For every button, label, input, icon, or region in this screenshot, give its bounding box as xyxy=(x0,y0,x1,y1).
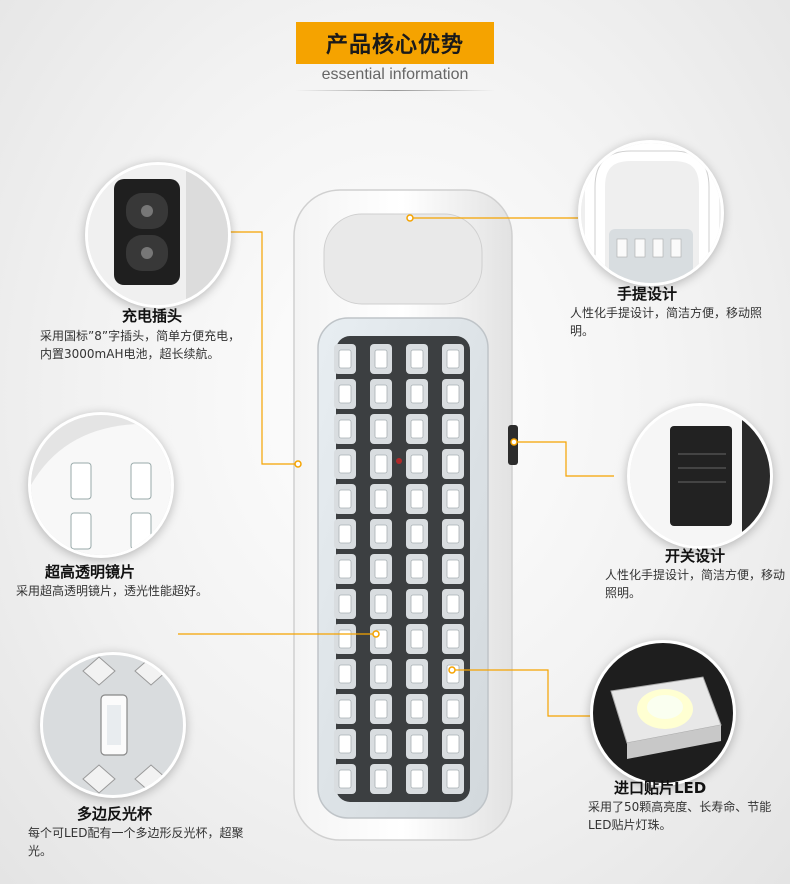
led-chip xyxy=(374,769,388,789)
led-chip xyxy=(338,734,352,754)
led-chip xyxy=(410,559,424,579)
led-chip xyxy=(338,629,352,649)
led-chip xyxy=(446,769,460,789)
feature-desc-charging-plug: 采用国标”8”字插头，简单方便充电，内置3000mAH电池，超长续航。 xyxy=(40,329,241,361)
smd-led-closeup xyxy=(590,640,736,786)
led-chip xyxy=(338,384,352,404)
led-chip xyxy=(410,629,424,649)
led-chip xyxy=(374,349,388,369)
feature-title-switch-design: 开关设计 xyxy=(665,547,726,565)
led-chip xyxy=(338,664,352,684)
feature-title-imported-smd-led: 进口贴片LED xyxy=(614,779,707,797)
led-chip xyxy=(374,384,388,404)
led-chip xyxy=(446,594,460,614)
led-chip xyxy=(338,454,352,474)
lens-closeup-icon xyxy=(31,415,171,555)
header-banner: 产品核心优势 xyxy=(296,22,494,64)
led-chip xyxy=(446,489,460,509)
led-chip xyxy=(446,349,460,369)
led-chip xyxy=(338,699,352,719)
led-chip xyxy=(410,594,424,614)
feature-desc-switch-design: 人性化手提设计，简洁方便，移动照明。 xyxy=(605,568,786,600)
switch-closeup xyxy=(627,403,773,549)
led-chip xyxy=(446,524,460,544)
led-chip xyxy=(410,454,424,474)
led-chip xyxy=(374,699,388,719)
led-chip xyxy=(410,489,424,509)
header-subtitle: essential information xyxy=(321,66,469,83)
led-chip xyxy=(338,419,352,439)
callout-dots xyxy=(294,214,518,674)
feature-desc-reflector-cup: 每个可LED配有一个多边形反光杯，超聚光。 xyxy=(28,826,244,858)
led-chip xyxy=(446,384,460,404)
led-chip xyxy=(410,734,424,754)
led-chip xyxy=(338,559,352,579)
header-divider xyxy=(295,90,495,91)
led-chip xyxy=(338,594,352,614)
handle-closeup xyxy=(578,140,724,286)
led-chip xyxy=(410,769,424,789)
reflector-closeup xyxy=(40,652,186,798)
figure-8-socket-icon xyxy=(88,165,228,305)
feature-desc-transparent-lens: 采用超高透明镜片，透光性能超好。 xyxy=(16,584,209,598)
smd-led-chip-icon xyxy=(593,643,733,783)
led-chip xyxy=(374,594,388,614)
feature-title-reflector-cup: 多边反光杯 xyxy=(77,805,153,823)
feature-title-charging-plug: 充电插头 xyxy=(122,307,183,325)
led-chip xyxy=(410,699,424,719)
led-chip xyxy=(410,664,424,684)
led-chip xyxy=(446,559,460,579)
led-chip xyxy=(374,524,388,544)
led-chip xyxy=(374,734,388,754)
callout-lines xyxy=(178,217,614,717)
led-chip xyxy=(338,524,352,544)
led-chip xyxy=(338,769,352,789)
led-chip xyxy=(410,524,424,544)
led-chip xyxy=(410,384,424,404)
led-chip xyxy=(446,419,460,439)
lens-closeup xyxy=(28,412,174,558)
feature-title-transparent-lens: 超高透明镜片 xyxy=(45,563,136,581)
led-chip xyxy=(338,349,352,369)
led-chip xyxy=(374,489,388,509)
led-chip xyxy=(374,454,388,474)
feature-desc-handle-design: 人性化手提设计，简洁方便，移动照明。 xyxy=(570,306,763,338)
led-chip xyxy=(446,629,460,649)
led-chip xyxy=(446,454,460,474)
slide-switch-icon xyxy=(630,406,770,546)
led-chip xyxy=(338,489,352,509)
lamp-handle-icon xyxy=(581,143,721,283)
led-chip xyxy=(374,664,388,684)
led-grid xyxy=(334,344,464,794)
led-chip xyxy=(446,734,460,754)
header-title: 产品核心优势 xyxy=(325,33,464,58)
led-chip xyxy=(374,559,388,579)
led-chip xyxy=(410,419,424,439)
feature-title-handle-design: 手提设计 xyxy=(617,285,678,303)
led-chip xyxy=(410,349,424,369)
led-chip xyxy=(374,419,388,439)
led-chip xyxy=(446,699,460,719)
charging-plug-closeup xyxy=(85,162,231,308)
feature-desc-imported-smd-led: 采用了50颗高亮度、长寿命、节能LED贴片灯珠。 xyxy=(588,800,772,832)
reflector-cup-icon xyxy=(43,655,183,795)
